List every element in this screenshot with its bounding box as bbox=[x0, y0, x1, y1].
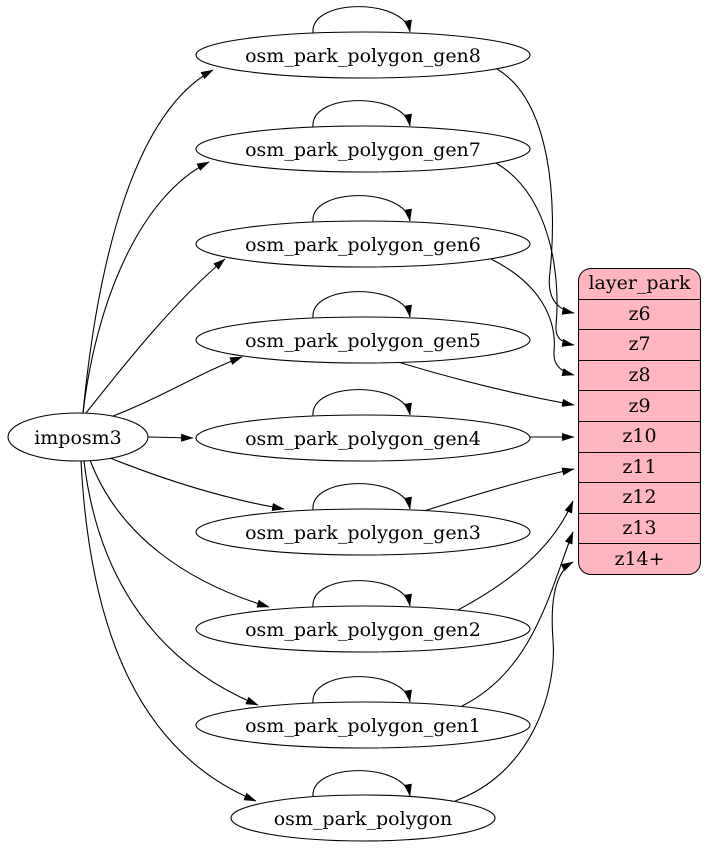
node-label: osm_park_polygon_gen1 bbox=[245, 715, 481, 737]
layer-park-row-z6: z6 bbox=[579, 298, 700, 330]
self-loop-gen8 bbox=[312, 6, 412, 34]
node-osm-park-polygon: osm_park_polygon bbox=[230, 794, 496, 842]
edge-imposm3-gen2 bbox=[89, 459, 270, 608]
ellipse-shape bbox=[7, 412, 149, 462]
edge-gen5-z9 bbox=[397, 361, 575, 407]
edge-gen1-z13 bbox=[461, 531, 574, 707]
layer-park-row-z11: z11 bbox=[579, 451, 700, 483]
node-label: osm_park_polygon_gen2 bbox=[245, 619, 481, 641]
self-loop-gen5 bbox=[312, 291, 412, 319]
node-layer-park: layer_park z6 z7 z8 z9 z10 z11 z12 z13 z… bbox=[578, 268, 701, 575]
edge-imposm3-gen4 bbox=[147, 433, 194, 442]
node-label: osm_park_polygon_gen6 bbox=[245, 234, 481, 256]
self-loop-gen1 bbox=[312, 676, 412, 704]
node-label: osm_park_polygon bbox=[274, 808, 453, 830]
node-osm-park-polygon-gen1: osm_park_polygon_gen1 bbox=[195, 701, 531, 749]
edge-imposm3-osm-park-polygon bbox=[80, 460, 257, 802]
edge-imposm3-gen8 bbox=[82, 69, 214, 414]
node-label: osm_park_polygon_gen4 bbox=[245, 428, 481, 450]
node-imposm3: imposm3 bbox=[7, 412, 149, 462]
self-loop-osm-park-polygon bbox=[312, 770, 412, 798]
ellipse-shape bbox=[230, 794, 496, 842]
edge-gen7-z7 bbox=[495, 162, 575, 347]
edge-imposm3-gen7 bbox=[82, 161, 210, 414]
node-osm-park-polygon-gen3: osm_park_polygon_gen3 bbox=[195, 508, 531, 556]
self-loop-gen6 bbox=[312, 195, 412, 223]
ellipse-shape bbox=[195, 125, 531, 173]
node-label: osm_park_polygon_gen8 bbox=[245, 45, 481, 67]
ellipse-shape bbox=[195, 220, 531, 268]
node-osm-park-polygon-gen4: osm_park_polygon_gen4 bbox=[195, 414, 531, 462]
node-osm-park-polygon-gen6: osm_park_polygon_gen6 bbox=[195, 220, 531, 268]
layer-park-row-z7: z7 bbox=[579, 329, 700, 360]
edge-gen3-z11 bbox=[423, 467, 575, 512]
self-loops bbox=[312, 6, 412, 798]
node-label: imposm3 bbox=[34, 427, 122, 449]
node-label: osm_park_polygon_gen7 bbox=[245, 139, 481, 161]
self-loop-gen7 bbox=[312, 100, 412, 128]
layer-park-row-z10: z10 bbox=[579, 420, 700, 452]
layer-park-row-z14: z14+ bbox=[579, 543, 700, 574]
ellipse-shape bbox=[195, 701, 531, 749]
edge-gen6-z8 bbox=[490, 258, 575, 376]
ellipse-shape bbox=[195, 31, 531, 79]
layer-park-row-z12: z12 bbox=[579, 482, 700, 513]
self-loop-gen3 bbox=[312, 483, 412, 511]
edge-imposm3-gen3 bbox=[109, 457, 285, 511]
node-osm-park-polygon-gen7: osm_park_polygon_gen7 bbox=[195, 125, 531, 173]
edges-from-root bbox=[80, 69, 285, 802]
node-osm-park-polygon-gen5: osm_park_polygon_gen5 bbox=[195, 316, 531, 364]
self-loop-gen4 bbox=[312, 389, 412, 417]
ellipse-shape bbox=[195, 316, 531, 364]
edge-gen8-z6 bbox=[496, 68, 575, 315]
ellipse-shape bbox=[195, 605, 531, 653]
edge-imposm3-gen1 bbox=[83, 460, 259, 706]
node-label: osm_park_polygon_gen3 bbox=[245, 522, 481, 544]
node-label: osm_park_polygon_gen5 bbox=[245, 330, 481, 352]
node-osm-park-polygon-gen2: osm_park_polygon_gen2 bbox=[195, 605, 531, 653]
layer-park-row-z13: z13 bbox=[579, 512, 700, 544]
ellipse-shape bbox=[195, 508, 531, 556]
edge-gen2-z12 bbox=[457, 500, 574, 611]
layer-park-row-z8: z8 bbox=[579, 359, 700, 391]
edge-osm-park-polygon-z14 bbox=[454, 561, 574, 802]
self-loop-gen2 bbox=[312, 580, 412, 608]
layer-park-row-z9: z9 bbox=[579, 390, 700, 421]
ellipse-shape bbox=[195, 414, 531, 462]
edges-to-layer bbox=[397, 68, 575, 802]
edge-imposm3-gen5 bbox=[112, 356, 243, 417]
edge-imposm3-gen6 bbox=[85, 258, 226, 414]
layer-park-header: layer_park bbox=[588, 272, 691, 295]
node-osm-park-polygon-gen8: osm_park_polygon_gen8 bbox=[195, 31, 531, 79]
